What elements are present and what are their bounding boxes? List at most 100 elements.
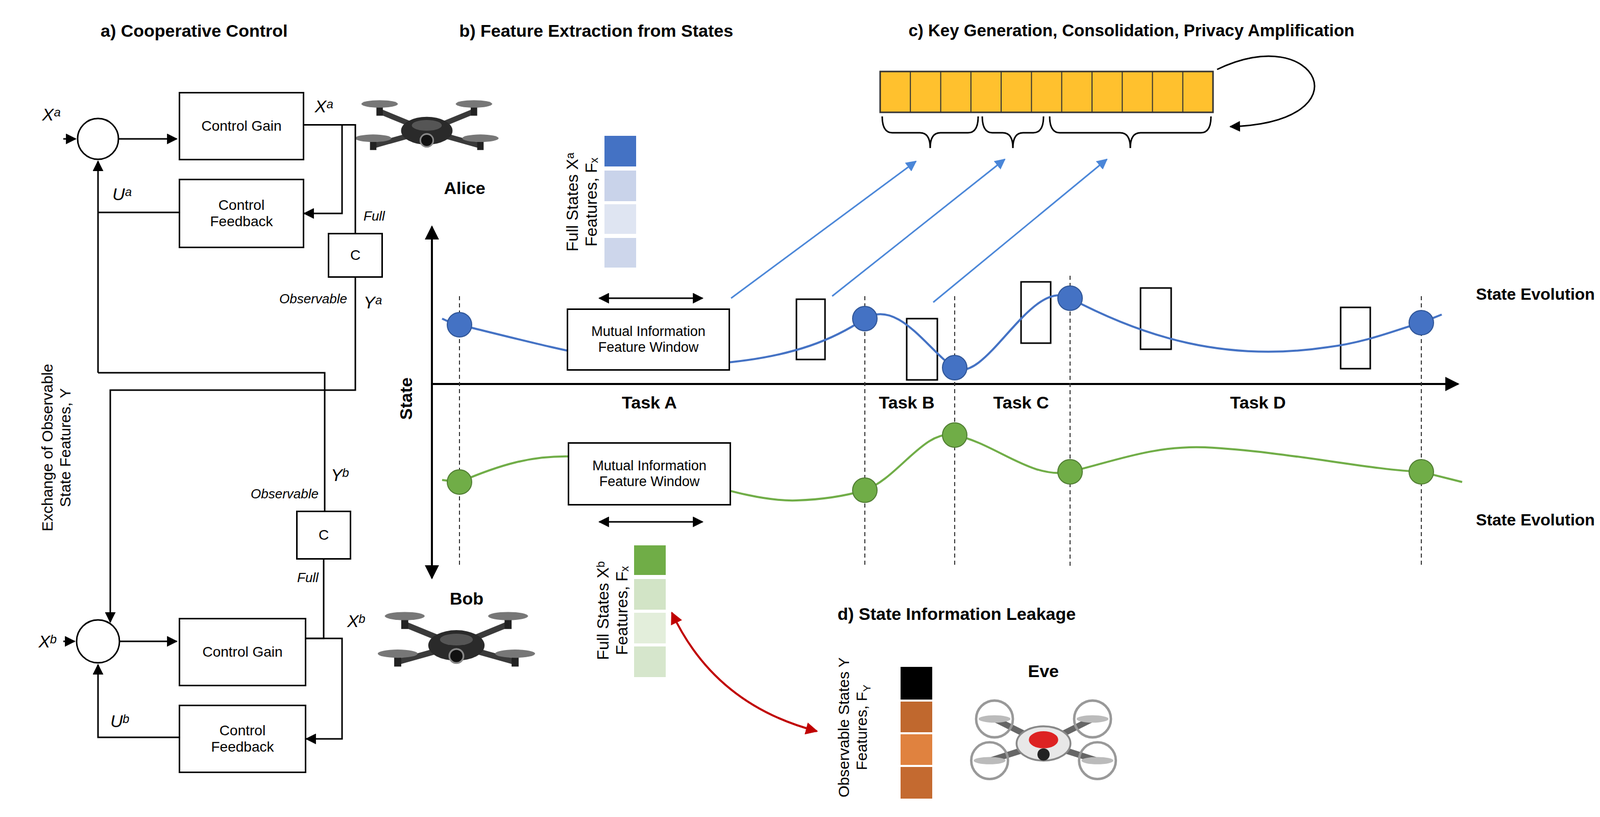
- state-curve-bob-part: [447, 469, 472, 495]
- box-label: Control Gain: [201, 117, 282, 135]
- process-box: C: [296, 510, 352, 560]
- process-box: Control Gain: [178, 91, 305, 161]
- drone-eve-part: [976, 700, 1013, 738]
- key-braces: [882, 116, 1211, 149]
- feature-windows-part: [1140, 287, 1172, 350]
- axis-label: Observable States Y Features, F: [835, 657, 870, 798]
- rotated-label: State: [396, 347, 417, 450]
- key-braces-part: [1049, 116, 1211, 149]
- key-bits-part-part: [970, 71, 972, 113]
- key-bits-part-part: [1151, 71, 1153, 113]
- subscript: Y: [860, 684, 872, 692]
- control-wires-part: [98, 372, 325, 511]
- box-text-group: Control Gain: [201, 117, 282, 135]
- feature-vector-alice-part: [604, 237, 637, 268]
- key-bits-part-part: [1000, 71, 1002, 113]
- state-axes-part: [430, 226, 433, 578]
- key-bits-part: [910, 71, 1183, 113]
- control-wires-part: [97, 161, 100, 373]
- state-curve-bob-part: [1409, 459, 1434, 484]
- drone-eve-part: [1081, 756, 1113, 764]
- box-label: C: [350, 247, 361, 264]
- feature-vector-bob: [634, 545, 666, 677]
- text-label: Eve: [1028, 661, 1060, 682]
- drone-alice-part: [354, 100, 499, 151]
- text-label: State Evolution: [1475, 510, 1595, 530]
- state-axes-part: [431, 382, 1459, 385]
- rotated-label-group: Observable States Y Features, FY: [835, 642, 871, 812]
- text-label: Alice: [444, 178, 486, 199]
- state-axes: [431, 226, 1459, 578]
- key-bits-part-part: [1182, 71, 1184, 113]
- control-wires-part: [98, 211, 179, 214]
- text-label: Xᵃ: [42, 104, 61, 125]
- leakage-arrow: [671, 612, 817, 732]
- text-label: Observable: [250, 486, 319, 502]
- box-text-group: C: [350, 247, 361, 264]
- box-label: Control Feedback: [199, 197, 284, 230]
- drone-bob-part: [377, 611, 536, 667]
- text-label: State Evolution: [1475, 284, 1595, 304]
- text-label: c) Key Generation, Consolidation, Privac…: [908, 20, 1355, 41]
- feature-vector-eve-part: [900, 701, 933, 733]
- key-bits: [880, 71, 1214, 113]
- drone-eve-part: [1037, 748, 1050, 761]
- task-dividers-part: [1420, 296, 1422, 567]
- text-label: Task B: [879, 392, 935, 413]
- state-curve-alice-part: [852, 306, 878, 331]
- feature-vector-eve-part: [900, 766, 933, 799]
- box-text-group: Control Feedback: [199, 197, 284, 230]
- key-source-arrows-part: [731, 161, 916, 299]
- box-label: Mutual Information Feature Window: [576, 323, 720, 356]
- text-label: d) State Information Leakage: [837, 603, 1077, 624]
- amplification-loop: [1217, 56, 1315, 127]
- text-label: Yᵇ: [330, 465, 348, 486]
- drone-bob: [377, 611, 536, 667]
- key-braces-part: [982, 116, 1044, 149]
- box-label: Control Gain: [202, 643, 283, 661]
- text-label: Full: [297, 570, 319, 586]
- text-label: Bob: [449, 588, 484, 609]
- key-braces-part: [882, 116, 979, 149]
- text-label: Task D: [1230, 392, 1287, 413]
- state-curve-alice-part: [1057, 285, 1083, 311]
- state-curve-bob-part: [942, 422, 967, 448]
- control-wires-part: [118, 138, 177, 140]
- box-text-group: Mutual Information Feature Window: [576, 323, 720, 356]
- text-label: Xᵇ: [347, 611, 365, 632]
- task-dividers-part: [1069, 275, 1071, 567]
- feature-vector-alice-part: [604, 204, 637, 234]
- state-curve-alice-part: [447, 312, 472, 337]
- window-span-arrows-part: [599, 297, 703, 300]
- feature-vector-bob-part: [634, 612, 666, 644]
- control-wires-part: [63, 640, 75, 643]
- process-box: Control Feedback: [178, 178, 305, 249]
- feature-vector-eve-part: [900, 666, 933, 700]
- state-curve-bob-part: [852, 477, 878, 503]
- key-bits-part-part: [940, 71, 942, 113]
- drone-eve-part: [1079, 742, 1117, 780]
- feature-vector-bob-part: [634, 545, 666, 575]
- drone-eve-part: [1028, 731, 1059, 749]
- signal-wire: [306, 638, 343, 739]
- feature-vector-bob-part: [634, 578, 666, 610]
- state-curve-alice-part: [1409, 310, 1434, 335]
- process-box: C: [327, 232, 383, 278]
- drone-eve-part: [973, 756, 1006, 764]
- feature-windows-part: [1021, 281, 1051, 344]
- text-label: Task C: [993, 392, 1050, 413]
- feature-windows-part: [796, 299, 826, 360]
- text-label: a) Cooperative Control: [100, 20, 288, 41]
- state-curve-alice-part: [942, 355, 967, 380]
- process-box: Mutual Information Feature Window: [566, 308, 731, 371]
- text-label: Uᵇ: [110, 711, 129, 732]
- feature-vector-alice-part: [604, 170, 637, 202]
- key-bits-part-part: [909, 71, 911, 113]
- feature-vector-alice-part: [604, 135, 637, 167]
- process-box: Control Gain: [178, 617, 307, 687]
- control-wires-part: [110, 277, 356, 622]
- window-span-arrows-part: [599, 521, 703, 523]
- feature-vector-eve-part: [900, 734, 933, 765]
- text-label: Xᵃ: [314, 96, 333, 117]
